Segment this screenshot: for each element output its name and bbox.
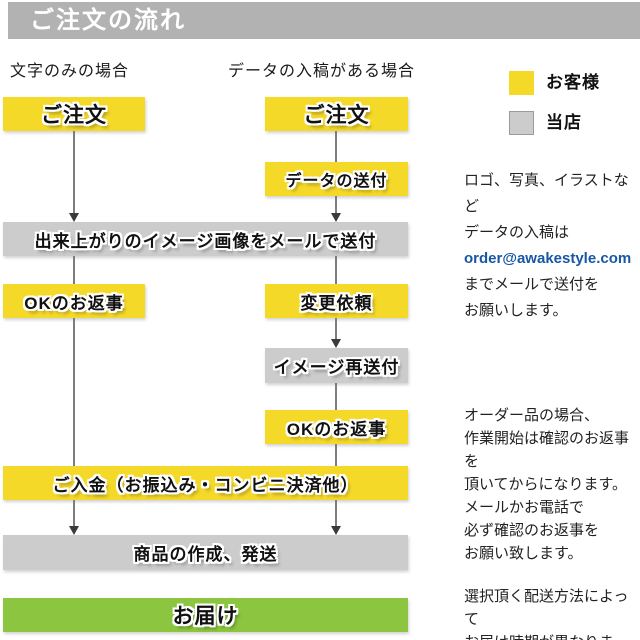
flow-step-label: OKのお返事 [286,419,387,439]
connector-line [335,500,337,527]
connector-line [335,444,337,466]
legend-label-customer: お客様 [546,73,600,92]
flow-step-image-resend: イメージ再送付 [265,348,408,383]
legend-label-shop: 当店 [546,113,582,132]
arrow-down-icon [331,213,341,222]
shop-color-swatch [509,111,534,135]
note-line: データの入稿は [464,224,570,241]
flow-step-label: ご注文 [41,104,107,127]
arrow-down-icon [331,526,341,535]
flow-step-change-request: 変更依頼 [265,284,408,318]
note-line: お願い致します。 [464,545,583,562]
note-line: メールかお電話で [464,499,585,516]
note-line: ロゴ、写真、イラストなど [464,172,629,215]
arrow-down-icon [69,526,79,535]
note-order-confirmation: オーダー品の場合、 作業開始は確認のお返事を 頂いてからになります。 メールかお… [464,404,640,565]
flow-step-ok-reply-right: OKのお返事 [265,410,408,444]
connector-line [73,131,75,214]
flow-step-ok-reply-left: OKのお返事 [3,284,145,318]
note-line: お願いします。 [464,302,568,319]
connector-line [335,196,337,214]
note-line: オーダー品の場合、 [464,407,600,424]
flow-step-label: 変更依頼 [300,293,373,313]
note-line: までメールで送付を [464,276,600,293]
flow-step-label: 出来上がりのイメージ画像をメールで送付 [34,231,377,251]
connector-line [73,318,75,466]
flow-step-create-and-ship: 商品の作成、発送 [3,535,408,570]
email-address-link[interactable]: order@awakestyle.com [464,250,632,267]
flow-step-label: OKのお返事 [24,293,124,313]
note-delivery-timing: 選択頂く配送方法によって お届け時期が異なります。 [464,585,640,640]
flow-step-label: ご入金（お振込み・コンビニ決済他） [52,475,359,495]
flow-step-order-left: ご注文 [3,97,145,131]
flow-step-payment: ご入金（お振込み・コンビニ決済他） [3,466,408,500]
note-line: 頂いてからになります。 [464,476,628,493]
flow-step-send-data: データの送付 [265,162,408,196]
column-label-data-submission: データの入稿がある場合 [228,63,416,80]
flow-step-send-image-mail: 出来上がりのイメージ画像をメールで送付 [3,222,408,256]
connector-line [73,256,75,284]
flow-step-label: イメージ再送付 [273,358,400,377]
page-title: ご注文の流れ [30,7,186,34]
connector-line [335,256,337,284]
note-line: お届け時期が異なります。 [464,631,640,640]
note-line: 必ず確認のお返事を [464,522,600,539]
connector-line [73,500,75,527]
flow-step-order-right: ご注文 [265,97,408,131]
connector-line [335,131,337,162]
arrow-down-icon [331,339,341,348]
arrow-down-icon [69,213,79,222]
flow-step-label: データの送付 [285,173,388,190]
column-label-text-only: 文字のみの場合 [10,63,130,80]
flow-step-label: 商品の作成、発送 [133,545,278,564]
note-line: 作業開始は確認のお返事を [464,430,630,470]
flow-step-label: お届け [172,605,239,628]
flow-step-delivery: お届け [3,598,408,632]
customer-color-swatch [509,71,534,95]
note-line: 選択頂く配送方法によって [464,588,629,628]
note-data-submission: ロゴ、写真、イラストなど データの入稿は order@awakestyle.co… [464,168,640,324]
page-header: ご注文の流れ [8,2,640,39]
connector-line [335,318,337,340]
flow-step-label: ご注文 [303,104,370,127]
connector-line [335,383,337,410]
